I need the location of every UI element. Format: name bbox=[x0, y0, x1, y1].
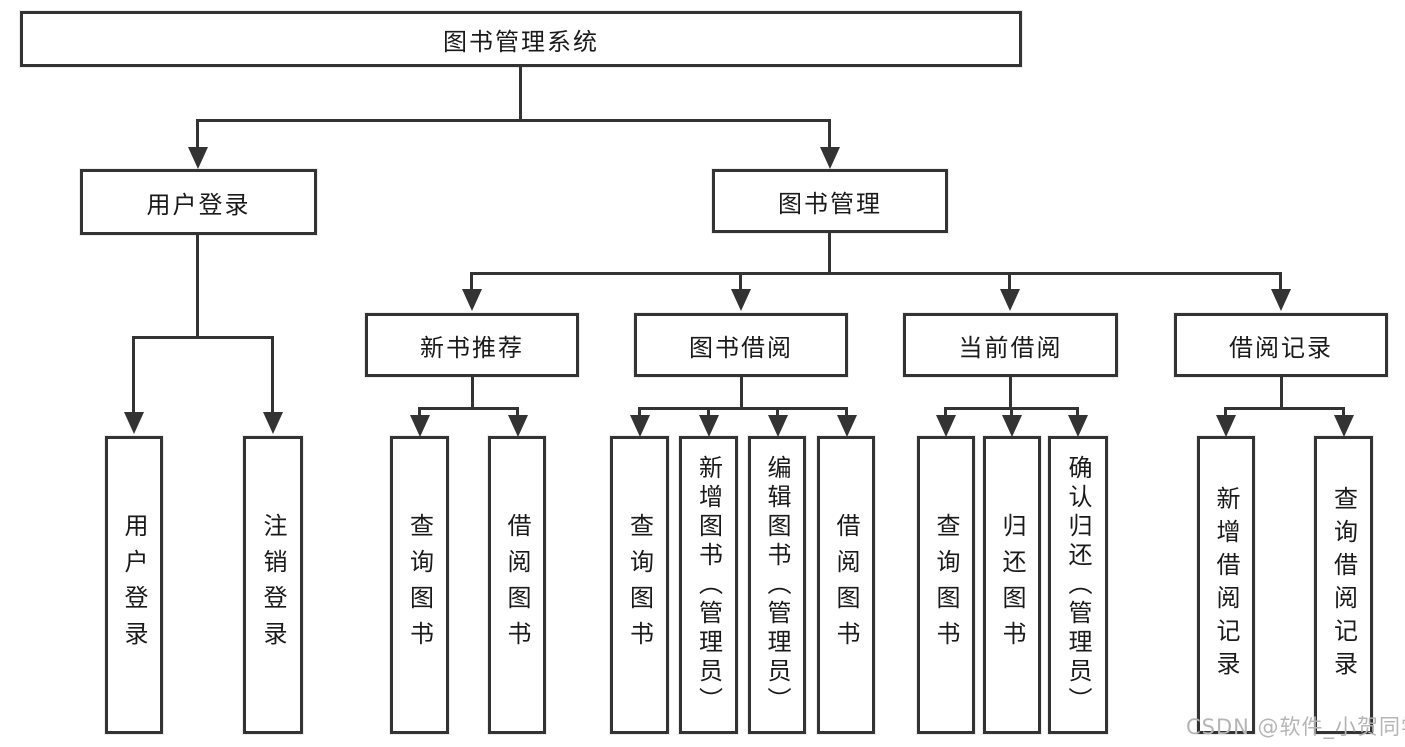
arrow-to-book-management bbox=[819, 119, 840, 169]
node-borrowing-records: 借阅记录 bbox=[1174, 313, 1388, 377]
connector-level1-hline bbox=[196, 119, 831, 122]
connector-book-management-stem bbox=[828, 233, 831, 272]
leaf-label: 用户登录 bbox=[120, 513, 148, 657]
leaf-current-confirm-return-admin: 确认归还（管理员） bbox=[1048, 436, 1108, 734]
node-current-borrowing: 当前借阅 bbox=[903, 313, 1118, 377]
connector-recommendation-stem bbox=[471, 377, 474, 407]
leaf-current-return-book: 归还图书 bbox=[983, 436, 1041, 734]
arrow-to-recommend-borrow-book bbox=[507, 407, 528, 437]
leaf-label: 借阅图书 bbox=[832, 513, 860, 657]
leaf-label: 注销登录 bbox=[259, 513, 287, 657]
node-label: 图书管理 bbox=[778, 189, 882, 218]
leaf-label: 新增图书（管理员） bbox=[694, 454, 723, 716]
arrow-to-borrowing-add-book bbox=[698, 407, 719, 437]
leaf-label: 查询图书 bbox=[405, 513, 434, 657]
leaf-label: 确认归还（管理员） bbox=[1064, 454, 1092, 716]
connector-root-stem bbox=[519, 67, 522, 119]
node-user-login: 用户登录 bbox=[80, 169, 317, 235]
node-book-borrowing: 图书借阅 bbox=[634, 313, 848, 377]
node-book-management: 图书管理 bbox=[712, 169, 948, 233]
arrow-to-borrowing-records bbox=[1270, 272, 1291, 311]
leaf-logout: 注销登录 bbox=[243, 436, 303, 734]
connector-current-stem bbox=[1009, 377, 1012, 407]
arrow-to-current-confirm-return bbox=[1067, 407, 1088, 437]
arrow-to-borrowing-borrow-book bbox=[836, 407, 857, 437]
arrow-to-leaf-logout bbox=[262, 336, 283, 434]
leaf-label: 编辑图书（管理员） bbox=[763, 454, 791, 716]
connector-recommendation-hline bbox=[418, 407, 518, 410]
node-label: 新书推荐 bbox=[420, 333, 524, 362]
arrow-to-book-borrowing bbox=[730, 272, 751, 311]
arrow-to-leaf-user-login bbox=[123, 336, 144, 434]
leaf-label: 查询借阅记录 bbox=[1329, 486, 1358, 684]
csdn-watermark: CSDN @软件_小贺同学 bbox=[1186, 715, 1405, 739]
leaf-borrowing-borrow-book: 借阅图书 bbox=[817, 436, 875, 734]
leaf-borrowing-add-book-admin: 新增图书（管理员） bbox=[679, 436, 738, 734]
leaf-label: 查询图书 bbox=[932, 513, 960, 657]
arrow-to-current-return-book bbox=[1001, 407, 1022, 437]
arrow-to-current-query-book bbox=[935, 407, 956, 437]
connector-borrowing-stem bbox=[740, 377, 743, 407]
node-new-book-recommendation: 新书推荐 bbox=[365, 313, 579, 377]
node-label: 借阅记录 bbox=[1229, 333, 1333, 362]
leaf-recommend-borrow-book: 借阅图书 bbox=[488, 436, 546, 734]
leaf-label: 查询图书 bbox=[625, 513, 654, 657]
leaf-borrowing-edit-book-admin: 编辑图书（管理员） bbox=[748, 436, 806, 734]
leaf-records-add-borrow-record: 新增借阅记录 bbox=[1197, 436, 1255, 734]
leaf-records-query-borrow-record: 查询借阅记录 bbox=[1314, 436, 1373, 734]
leaf-label: 归还图书 bbox=[998, 513, 1026, 657]
arrow-to-recommend-query-book bbox=[409, 407, 430, 437]
node-label: 用户登录 bbox=[146, 190, 251, 219]
connector-records-stem bbox=[1280, 377, 1283, 407]
leaf-user-login: 用户登录 bbox=[105, 436, 163, 734]
node-label: 图书借阅 bbox=[689, 333, 793, 362]
connector-user-login-stem bbox=[196, 235, 199, 336]
leaf-label: 借阅图书 bbox=[503, 513, 531, 657]
leaf-recommend-query-book: 查询图书 bbox=[390, 436, 449, 734]
leaf-current-query-book: 查询图书 bbox=[917, 436, 975, 734]
connector-records-hline bbox=[1224, 407, 1345, 410]
arrow-to-current-borrowing bbox=[999, 272, 1020, 311]
connector-level3-hline bbox=[470, 272, 1282, 275]
node-label: 当前借阅 bbox=[958, 333, 1063, 362]
connector-borrowing-hline bbox=[638, 407, 847, 410]
leaf-label: 新增借阅记录 bbox=[1212, 486, 1240, 684]
arrow-to-new-book-recommendation bbox=[461, 272, 482, 311]
arrow-to-borrowing-edit-book bbox=[767, 407, 788, 437]
arrow-to-user-login bbox=[187, 119, 208, 169]
leaf-borrowing-query-book: 查询图书 bbox=[610, 436, 669, 734]
node-library-management-system: 图书管理系统 bbox=[20, 11, 1022, 67]
node-label: 图书管理系统 bbox=[443, 27, 599, 56]
connector-user-login-hline bbox=[132, 336, 274, 339]
arrow-to-records-add-record bbox=[1215, 407, 1236, 437]
arrow-to-borrowing-query-book bbox=[629, 407, 650, 437]
arrow-to-records-query-record bbox=[1333, 407, 1354, 437]
